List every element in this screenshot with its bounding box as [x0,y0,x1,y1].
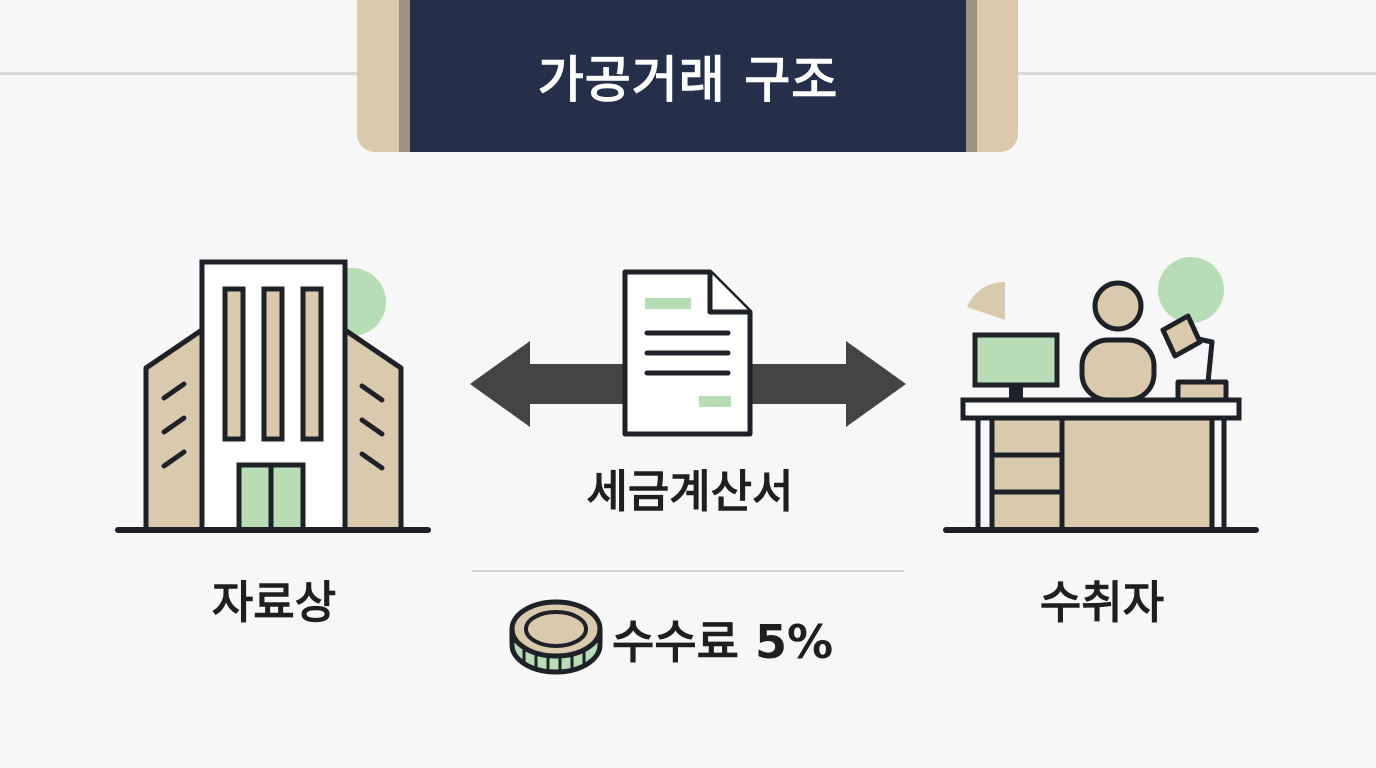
office-desk-icon [943,257,1259,533]
coin-icon [509,599,603,675]
header-rule-right [1018,72,1376,75]
recipient-label: 수취자 [1039,576,1165,629]
divider [472,570,904,572]
fee-label: 수수료 5% [612,615,834,669]
title-banner: 가공거래 구조 [410,0,966,152]
supplier-label: 자료상 [211,576,337,629]
header-rule-left [0,72,357,75]
document-icon [622,269,753,437]
document-label: 세금계산서 [586,465,794,518]
page-title: 가공거래 구조 [537,51,839,109]
building-icon [115,259,431,533]
